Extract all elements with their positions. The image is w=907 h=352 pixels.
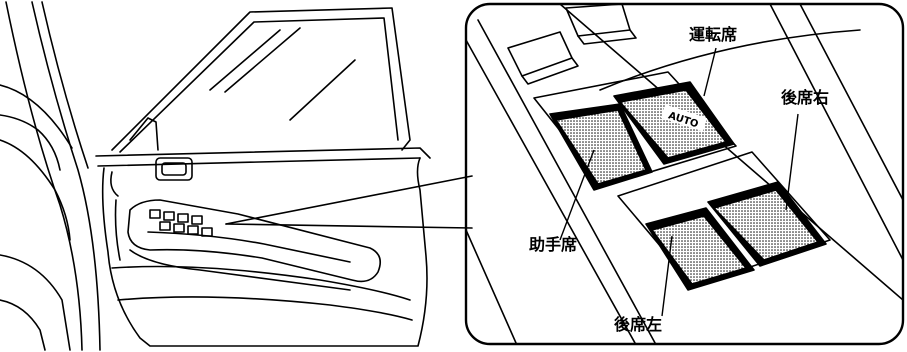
magnified-panel-frame	[464, 2, 905, 346]
rear-right-window-switch[interactable]	[707, 181, 827, 267]
label-leaders	[559, 47, 799, 317]
passenger-window-switch[interactable]	[549, 103, 653, 191]
car-door-overview	[0, 1, 431, 351]
label-rear-left: 後席左	[614, 315, 663, 334]
switch-panel-detail	[466, 4, 903, 344]
label-rear-right: 後席右	[781, 88, 830, 107]
label-passenger-seat: 助手席	[529, 235, 578, 254]
rear-left-window-switch[interactable]	[645, 207, 755, 291]
driver-window-switch[interactable]	[613, 81, 735, 165]
label-driver-seat: 運転席	[689, 25, 738, 44]
callout-lines	[225, 175, 473, 229]
